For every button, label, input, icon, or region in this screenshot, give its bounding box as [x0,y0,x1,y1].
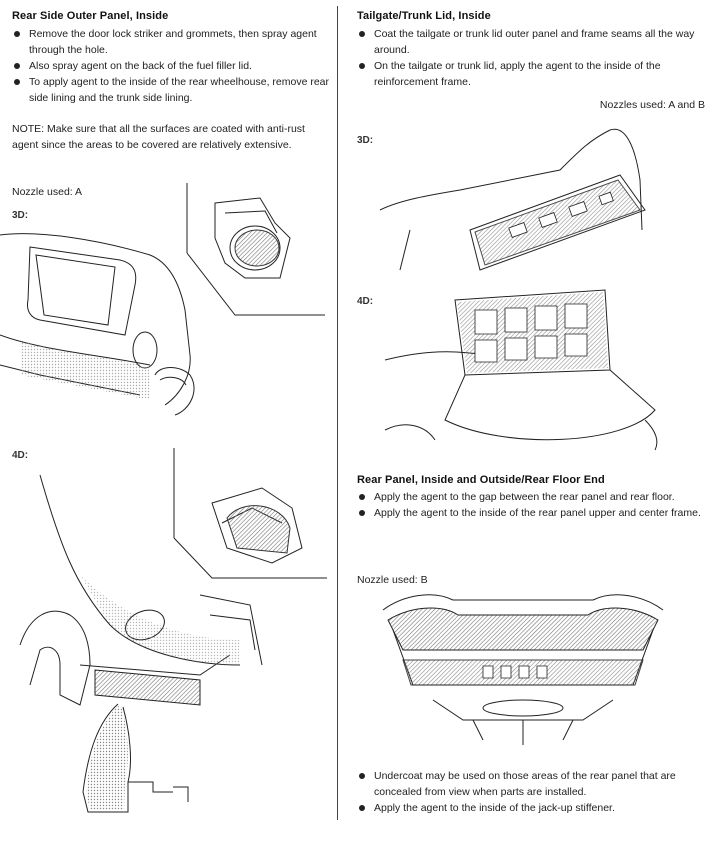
rear-panel-bullets-2: Undercoat may be used on those areas of … [357,768,707,816]
note-text: NOTE: Make sure that all the surfaces ar… [12,123,305,151]
rear-side-bullets: Remove the door lock striker and grommet… [12,26,330,106]
section-title-rear-side-outer-panel: Rear Side Outer Panel, Inside [12,10,169,22]
illustration-3d-wheelhouse-inset [185,183,330,318]
column-divider [337,6,338,820]
nozzle-label: Nozzle used: A [12,186,83,198]
illustration-bracket-detail [78,702,218,817]
bullet-item: Coat the tailgate or trunk lid outer pan… [357,26,707,58]
section-title-tailgate-trunk-lid: Tailgate/Trunk Lid, Inside [357,10,491,22]
label-3d: 3D: [12,210,29,221]
illustration-3d-tailgate [380,120,670,280]
bullet-item: To apply agent to the inside of the rear… [12,74,330,106]
bullet-item: Apply the agent to the inside of the rea… [357,505,707,521]
rear-panel-bullets: Apply the agent to the gap between the r… [357,489,707,521]
nozzles-label: Nozzles used: A and B [599,99,705,111]
illustration-4d-rear-quarter [0,465,270,715]
illustration-4d-wheelhouse-inset [172,448,330,583]
bullet-item: Also spray agent on the back of the fuel… [12,58,330,74]
illustration-3d-rear-quarter [0,225,240,425]
label-4d: 4D: [357,296,374,307]
tailgate-bullets: Coat the tailgate or trunk lid outer pan… [357,26,707,90]
label-4d: 4D: [12,450,29,461]
bullet-item: Remove the door lock striker and grommet… [12,26,330,58]
bullet-item: Undercoat may be used on those areas of … [357,768,707,800]
section-title-rear-panel: Rear Panel, Inside and Outside/Rear Floo… [357,474,605,486]
bullet-item: Apply the agent to the inside of the jac… [357,800,707,816]
illustration-rear-panel [373,590,673,750]
nozzle-label: Nozzle used: B [357,574,428,586]
bullet-item: Apply the agent to the gap between the r… [357,489,707,505]
bullet-item: On the tailgate or trunk lid, apply the … [357,58,707,90]
illustration-4d-trunk-lid [385,280,685,455]
label-3d: 3D: [357,135,374,146]
